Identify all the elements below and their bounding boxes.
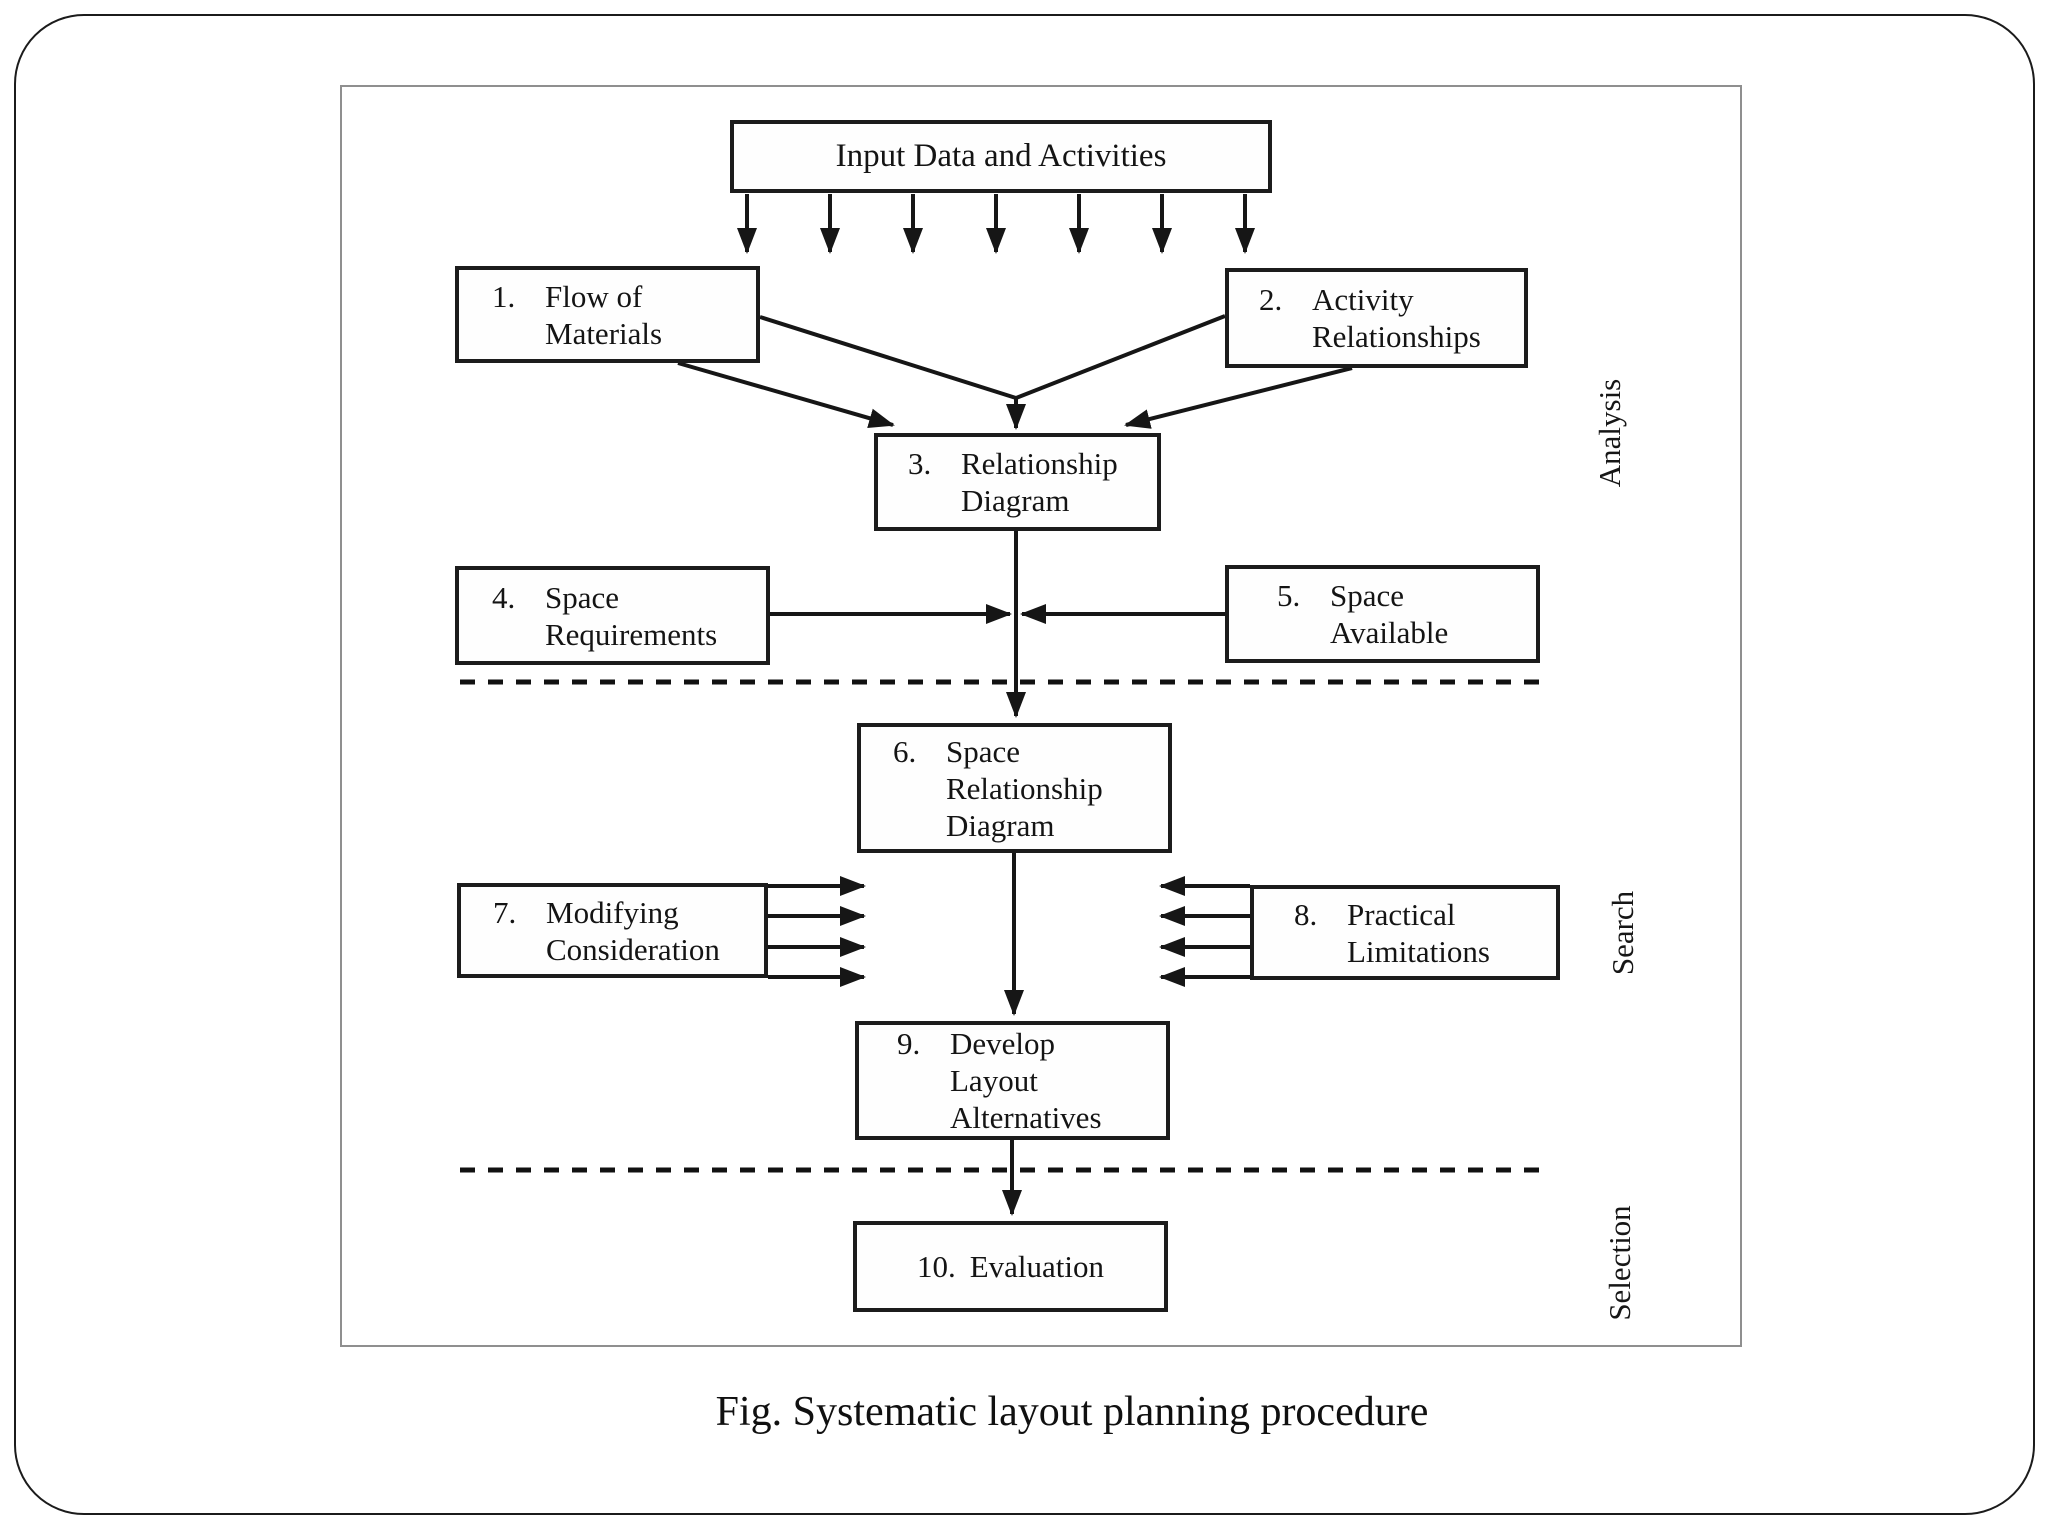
node-develop-layout-alternatives: 9. Develop Layout Alternatives — [855, 1021, 1170, 1140]
practical-limitations-arrows — [1159, 876, 1250, 987]
node-content: 5. Space Available — [1277, 577, 1448, 651]
node-flow-of-materials: 1. Flow of Materials — [455, 266, 760, 363]
node-number: 8. — [1294, 896, 1318, 932]
node-number: 5. — [1277, 578, 1301, 613]
converging-connectors — [677, 314, 1353, 430]
node-number: 2. — [1259, 282, 1283, 317]
node-number: 9. — [897, 1026, 921, 1061]
node-label: Space Relationship Diagram — [946, 733, 1103, 843]
node-label: Space Available — [1330, 578, 1449, 650]
node-label: Space Requirements — [545, 579, 718, 652]
node-number: 3. — [908, 446, 932, 481]
node-space-relationship-diagram: 6. Space Relationship Diagram — [857, 723, 1172, 853]
node-content: 3. Relationship Diagram — [908, 445, 1118, 519]
node-content: 8. Practical Limitations — [1294, 896, 1490, 970]
node-number: 4. — [492, 579, 516, 615]
node-content: 9. Develop Layout Alternatives — [897, 1025, 1102, 1136]
node-content: 7. Modifying Consideration — [493, 894, 720, 968]
node-label: Practical Limitations — [1347, 896, 1490, 969]
phase-label-selection: Selection — [1602, 1205, 1637, 1321]
node-content: 10. Evaluation — [917, 1248, 1104, 1285]
node-number: 1. — [492, 278, 516, 314]
node-label: Modifying Consideration — [546, 894, 720, 967]
node-modifying-consideration: 7. Modifying Consideration — [457, 883, 768, 978]
input-fanout-arrows — [737, 194, 1255, 254]
node-label: Evaluation — [969, 1249, 1105, 1284]
node-evaluation: 10. Evaluation — [853, 1221, 1168, 1312]
node-content: 6. Space Relationship Diagram — [893, 733, 1103, 844]
main-flow-connectors — [770, 531, 1225, 1216]
phase-label-search: Search — [1605, 890, 1640, 976]
node-label: Relationship Diagram — [961, 446, 1118, 518]
node-activity-relationships: 2. Activity Relationships — [1225, 268, 1528, 368]
phase-label-analysis: Analysis — [1592, 378, 1627, 488]
node-input-data-and-activities: Input Data and Activities — [730, 120, 1272, 193]
node-space-requirements: 4. Space Requirements — [455, 566, 770, 665]
node-number: 6. — [893, 733, 917, 769]
figure-caption: Fig. Systematic layout planning procedur… — [715, 1389, 1429, 1435]
node-relationship-diagram: 3. Relationship Diagram — [874, 433, 1161, 531]
node-space-available: 5. Space Available — [1225, 565, 1540, 663]
node-label: Activity Relationships — [1312, 282, 1481, 354]
node-label: Develop Layout Alternatives — [950, 1026, 1102, 1135]
node-number: 7. — [493, 894, 517, 930]
node-practical-limitations: 8. Practical Limitations — [1250, 885, 1560, 980]
node-number: 10. — [916, 1249, 956, 1284]
node-label: Flow of Materials — [545, 278, 663, 351]
node-label: Input Data and Activities — [835, 138, 1167, 174]
phase-divider-lines — [460, 679, 1548, 1173]
node-content: 1. Flow of Materials — [492, 278, 662, 352]
node-content: 4. Space Requirements — [492, 579, 717, 653]
node-content: 2. Activity Relationships — [1259, 281, 1481, 355]
modifying-consideration-arrows — [768, 876, 866, 987]
